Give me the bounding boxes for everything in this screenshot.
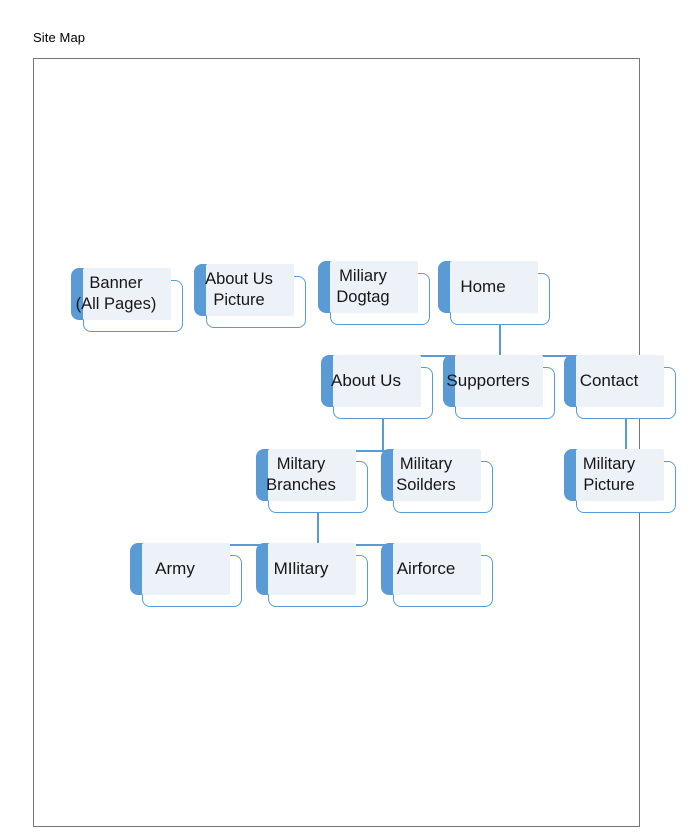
connector-layer	[191, 325, 627, 555]
node-label: About Us Picture	[205, 270, 273, 309]
node-inner: Airforce	[393, 543, 481, 595]
node-inner: Military Soilders	[393, 449, 481, 501]
node-banner[interactable]: Banner (All Pages)	[71, 268, 183, 332]
node-inner: Contact	[576, 355, 664, 407]
node-label: Supporters	[446, 371, 530, 390]
node-label: About Us	[331, 371, 401, 390]
node-label: MIlitary	[273, 559, 329, 578]
node-label: Miltary Branches	[266, 455, 336, 494]
node-supporters[interactable]: Supporters	[443, 355, 555, 419]
node-label: Military Picture	[582, 455, 636, 494]
node-label: Miliary Dogtag	[336, 267, 390, 306]
node-label: Contact	[579, 371, 639, 390]
node-inner: Home	[450, 261, 538, 313]
node-about-us[interactable]: About Us	[321, 355, 433, 419]
node-label: Army	[155, 559, 195, 578]
node-inner: About Us	[331, 355, 421, 407]
node-army[interactable]: Army	[130, 543, 242, 607]
node-inner: Miltary Branches	[266, 449, 356, 501]
node-inner: Supporters	[446, 355, 543, 407]
node-military[interactable]: MIlitary	[256, 543, 368, 607]
node-label: Airforce	[396, 559, 456, 578]
node-contact[interactable]: Contact	[564, 355, 676, 419]
node-airforce[interactable]: Airforce	[381, 543, 493, 607]
node-miltary-branches[interactable]: Miltary Branches	[256, 449, 368, 513]
node-inner: Military Picture	[576, 449, 664, 501]
node-inner: Army	[142, 543, 230, 595]
node-inner: About Us Picture	[205, 264, 294, 316]
node-military-soilders[interactable]: Military Soilders	[381, 449, 493, 513]
node-military-picture[interactable]: Military Picture	[564, 449, 676, 513]
node-label: Home	[460, 277, 506, 296]
node-label: Military Soilders	[396, 455, 456, 494]
page-title: Site Map	[33, 30, 86, 45]
node-inner: MIlitary	[268, 543, 356, 595]
node-inner: Banner (All Pages)	[76, 268, 171, 320]
node-home[interactable]: Home	[438, 261, 550, 325]
node-about-us-picture[interactable]: About Us Picture	[194, 264, 306, 328]
diagram-canvas[interactable]: Banner (All Pages) About Us Picture Mili…	[33, 58, 676, 827]
node-miliary-dogtag[interactable]: Miliary Dogtag	[318, 261, 430, 325]
node-inner: Miliary Dogtag	[330, 261, 418, 313]
node-label: Banner (All Pages)	[75, 274, 157, 313]
